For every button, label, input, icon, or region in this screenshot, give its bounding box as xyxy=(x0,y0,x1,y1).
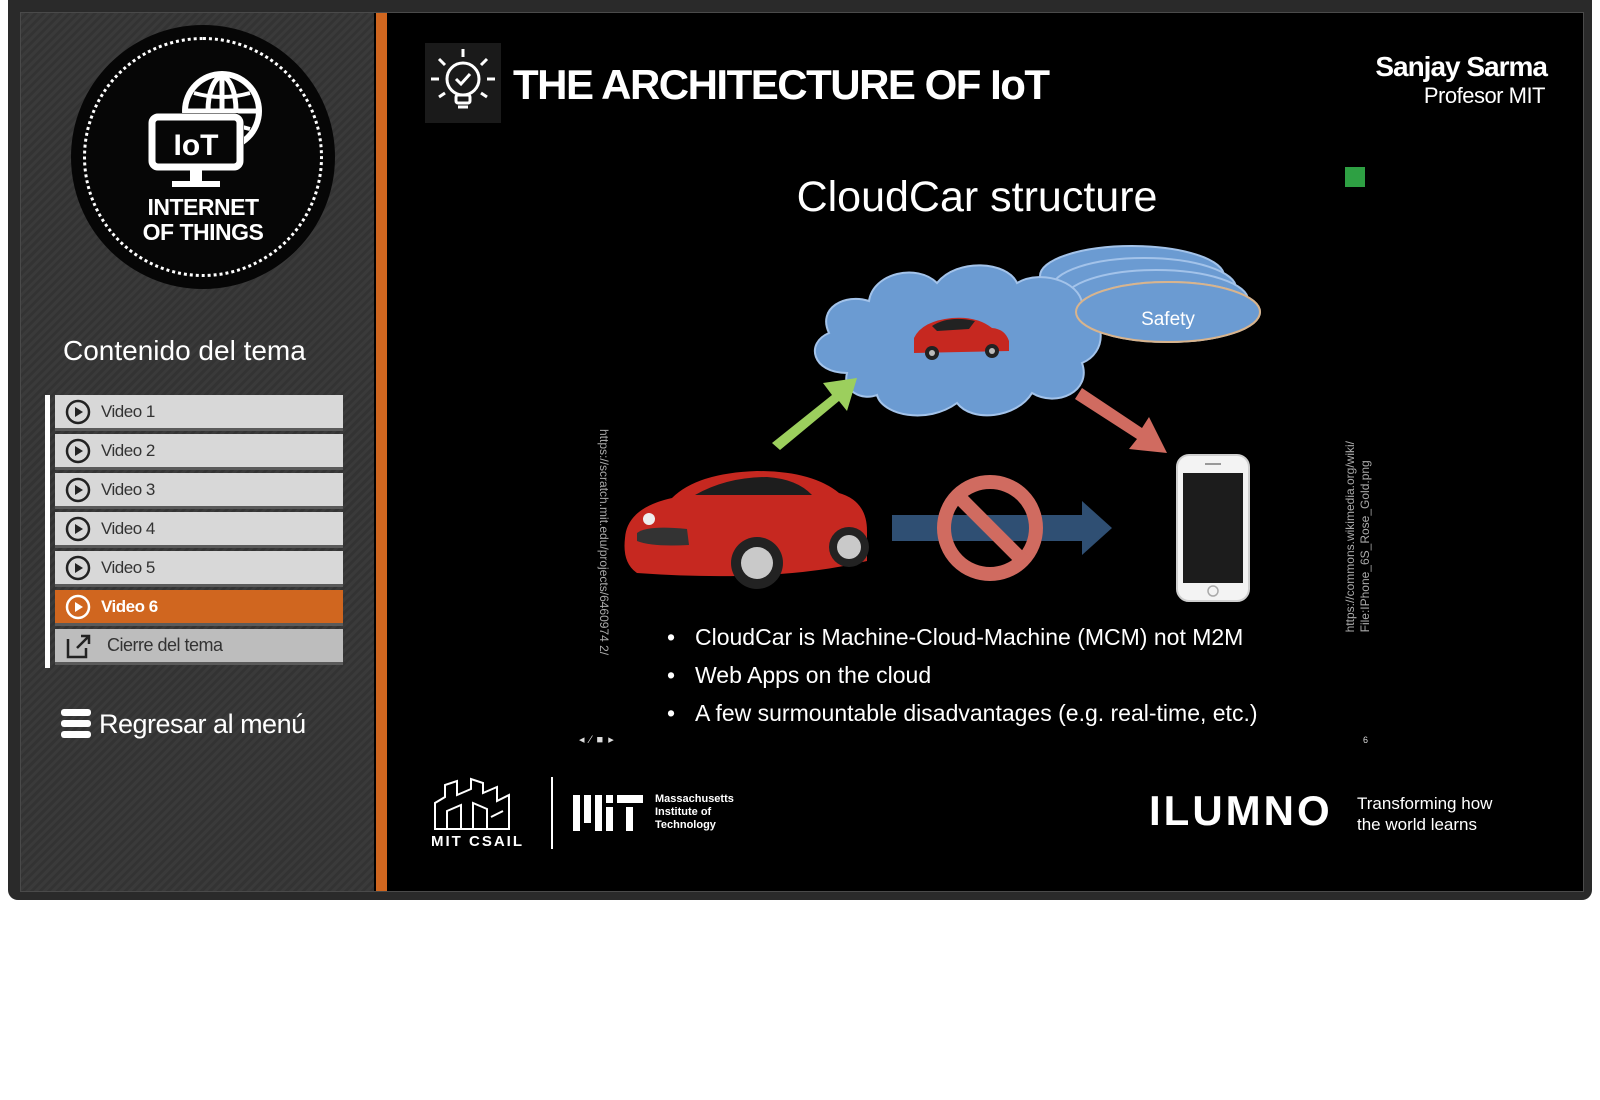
cloud-car-image xyxy=(914,317,1009,360)
play-circle-icon xyxy=(65,477,91,502)
upload-arrow xyxy=(772,378,857,450)
video-item-2[interactable]: Video 2 xyxy=(55,434,343,470)
slide-navigation[interactable]: ◂ ⁄ ■ ▸ xyxy=(579,733,615,746)
csail-logo: MIT CSAIL xyxy=(431,777,531,850)
play-circle-icon xyxy=(65,555,91,580)
back-to-menu-label: Regresar al menú xyxy=(99,708,306,739)
play-circle-icon xyxy=(65,594,91,619)
car-image xyxy=(624,471,869,589)
video-item-label: Video 1 xyxy=(101,401,155,421)
cloud-service-label: Safety xyxy=(1141,309,1195,330)
course-title: THE ARCHITECTURE OF IoT xyxy=(513,61,1050,108)
bullet-item: Web Apps on the cloud xyxy=(667,656,1258,694)
logo-badge: IoT xyxy=(174,129,219,162)
cloudcar-diagram: Safety xyxy=(624,245,1261,602)
play-circle-icon xyxy=(65,438,91,463)
slide-title: CloudCar structure xyxy=(796,173,1158,221)
external-link-icon xyxy=(66,634,91,658)
sidebar-accent-stripe xyxy=(376,13,387,891)
slides-menu-icon[interactable]: ■ xyxy=(596,734,605,746)
logo-line-2: OF THINGS xyxy=(142,219,264,245)
professor-name: Sanjay Sarma xyxy=(1375,51,1548,82)
window-frame: IoT INTERNET OF THINGS Contenido del tem… xyxy=(8,0,1592,900)
logo-text: INTERNET OF THINGS xyxy=(71,195,335,245)
mit-line-3: Technology xyxy=(655,819,716,831)
logo-line-1: INTERNET xyxy=(147,194,260,220)
video-item-1[interactable]: Video 1 xyxy=(55,395,343,431)
mit-logo: Massachusetts Institute of Technology xyxy=(573,793,734,832)
sidebar: IoT INTERNET OF THINGS Contenido del tem… xyxy=(21,13,374,891)
bullet-item: A few surmountable disadvantages (e.g. r… xyxy=(667,694,1258,732)
slide-indicator xyxy=(1345,167,1365,187)
logo-dotted-ring xyxy=(83,37,323,277)
footer-divider xyxy=(551,777,553,849)
download-arrow xyxy=(1075,388,1167,453)
bullet-item: CloudCar is Machine-Cloud-Machine (MCM) … xyxy=(667,618,1258,656)
topic-title: Contenido del tema xyxy=(63,335,306,366)
video-area[interactable]: THE ARCHITECTURE OF IoT Sanjay Sarma Pro… xyxy=(387,13,1583,891)
hamburger-icon xyxy=(61,709,91,738)
video-list: Video 1 Video 2 Video 3 Video 4 Video 5 … xyxy=(45,395,352,668)
video-item-label: Video 4 xyxy=(101,518,155,538)
image-credit-left: https://scratch.mit.edu/projects/6460974… xyxy=(597,429,611,656)
csail-label: MIT CSAIL xyxy=(431,833,524,850)
video-item-label: Video 3 xyxy=(101,479,155,499)
safety-ellipse xyxy=(1075,281,1261,343)
prohibited-icon xyxy=(937,475,1043,581)
topic-close-item[interactable]: Cierre del tema xyxy=(55,629,343,665)
monitor-globe-icon: IoT xyxy=(148,71,262,187)
pen-icon[interactable]: ⁄ xyxy=(589,734,593,746)
image-credit-right: https://commons.wikimedia.org/wiki/ File… xyxy=(1343,441,1373,632)
iot-logo: IoT INTERNET OF THINGS xyxy=(71,25,335,289)
slide: CloudCar structure xyxy=(577,143,1397,763)
course-player: IoT INTERNET OF THINGS Contenido del tem… xyxy=(20,12,1584,892)
direct-arrow xyxy=(892,501,1112,555)
ilumno-tagline: Transforming how the world learns xyxy=(1357,793,1492,835)
professor-title: Profesor MIT xyxy=(1423,83,1546,108)
slide-page-number: 6 xyxy=(1363,735,1369,745)
video-item-5[interactable]: Video 5 xyxy=(55,551,343,587)
play-circle-icon xyxy=(65,399,91,424)
video-item-6-active[interactable]: Video 6 xyxy=(55,590,343,626)
smartphone-image xyxy=(1176,454,1250,602)
image-credit-right-line-2: File:IPhone_6S_Rose_Gold.png xyxy=(1358,460,1372,633)
topic-close-label: Cierre del tema xyxy=(107,635,223,655)
mit-wordmark-icon xyxy=(573,794,643,831)
mit-line-1: Massachusetts xyxy=(655,793,734,805)
ilumno-logo: ILUMNO xyxy=(1149,787,1333,834)
video-item-4[interactable]: Video 4 xyxy=(55,512,343,548)
video-item-3[interactable]: Video 3 xyxy=(55,473,343,509)
tagline-line-2: the world learns xyxy=(1357,815,1478,834)
play-circle-icon xyxy=(65,516,91,541)
mit-name: Massachusetts Institute of Technology xyxy=(655,793,734,832)
tagline-line-1: Transforming how xyxy=(1357,794,1493,813)
image-credit-right-line-1: https://commons.wikimedia.org/wiki/ xyxy=(1343,441,1357,633)
lightbulb-icon xyxy=(425,43,501,123)
back-to-menu-button[interactable]: Regresar al menú xyxy=(61,708,306,740)
slide-bullets: CloudCar is Machine-Cloud-Machine (MCM) … xyxy=(667,618,1258,732)
next-slide-icon[interactable]: ▸ xyxy=(608,734,615,746)
csail-building-icon xyxy=(434,777,510,830)
mit-line-2: Institute of xyxy=(655,806,712,818)
video-item-label: Video 2 xyxy=(101,440,155,460)
video-item-label: Video 6 xyxy=(101,596,158,616)
video-item-label: Video 5 xyxy=(101,557,155,577)
prev-slide-icon[interactable]: ◂ xyxy=(579,734,586,746)
